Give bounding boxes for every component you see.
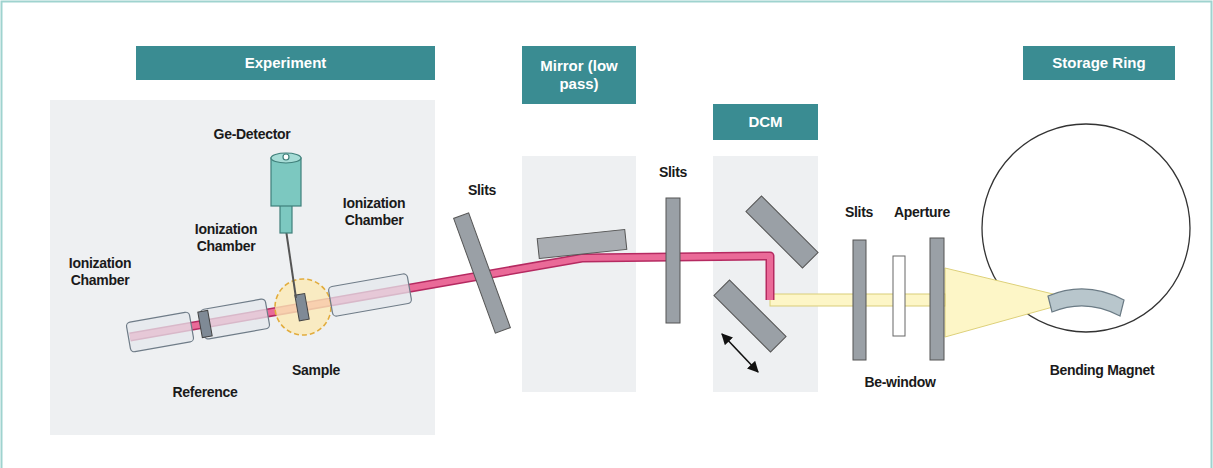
header-band: Experiment (136, 46, 435, 80)
reference-holder (198, 310, 212, 337)
band-title: Storage Ring (1052, 54, 1145, 72)
experiment-panel (50, 100, 435, 435)
dcm-crystal (746, 196, 818, 268)
crystal-motion-arrow (722, 334, 758, 372)
be-window (893, 256, 905, 336)
slits (666, 198, 680, 323)
part-label: Slits (845, 204, 873, 221)
bending-magnet (1048, 289, 1124, 316)
header-band: Mirror (low pass) (522, 46, 636, 104)
header-band: Storage Ring (1023, 46, 1175, 80)
mirror-panel (522, 156, 636, 392)
sample-zone (275, 279, 331, 335)
ionization-chamber (126, 312, 194, 353)
ionization-chamber (328, 273, 412, 316)
band-title: Mirror (low pass) (539, 57, 619, 93)
part-label: Aperture (894, 204, 950, 221)
aperture (930, 238, 944, 360)
mirror (537, 229, 627, 258)
part-label: Ionization Chamber (331, 195, 417, 229)
slits (853, 240, 866, 360)
ge-detector (271, 153, 301, 298)
band-title: DCM (748, 113, 782, 131)
part-label: Slits (468, 182, 496, 199)
part-label: Bending Magnet (1050, 362, 1155, 379)
part-label: Ionization Chamber (183, 221, 269, 255)
part-label: Ge-Detector (214, 126, 291, 143)
part-label: Sample (292, 362, 340, 379)
sample-holder (295, 294, 309, 321)
part-label: Be-window (864, 374, 935, 391)
part-label: Ionization Chamber (57, 255, 143, 289)
slits (454, 213, 511, 333)
dcm-crystal (714, 280, 786, 352)
part-label: Reference (172, 384, 237, 401)
header-band: DCM (713, 104, 818, 140)
band-title: Experiment (245, 54, 327, 72)
part-label: Slits (659, 164, 687, 181)
